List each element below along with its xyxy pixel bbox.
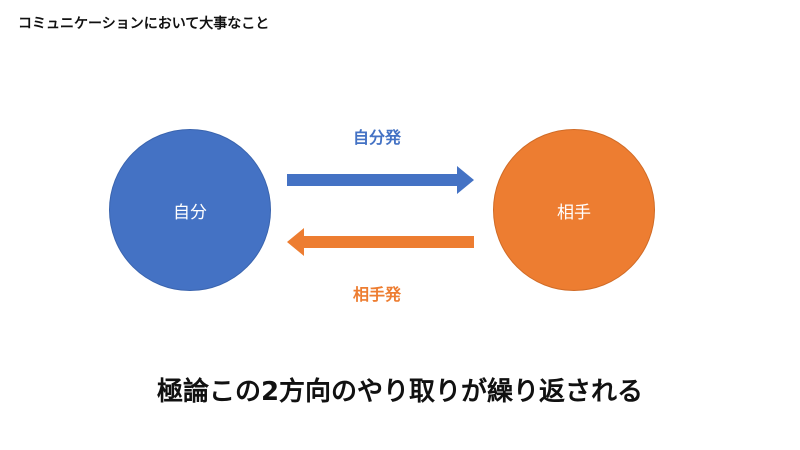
self-to-other-label: 自分発 <box>353 128 402 147</box>
left-arrow-icon <box>287 228 474 256</box>
self-node: 自分 <box>109 129 271 291</box>
other-to-self-label: 相手発 <box>353 285 402 304</box>
slide-title: コミュニケーションにおいて大事なこと <box>18 16 270 32</box>
right-arrow-icon <box>287 166 474 194</box>
other-node-label: 相手 <box>557 202 591 223</box>
self-node-label: 自分 <box>173 202 207 223</box>
other-node: 相手 <box>493 129 655 291</box>
right-arrow-shape <box>287 166 474 194</box>
left-arrow-shape <box>287 228 474 256</box>
conclusion-text: 極論この2方向のやり取りが繰り返される <box>156 377 644 407</box>
